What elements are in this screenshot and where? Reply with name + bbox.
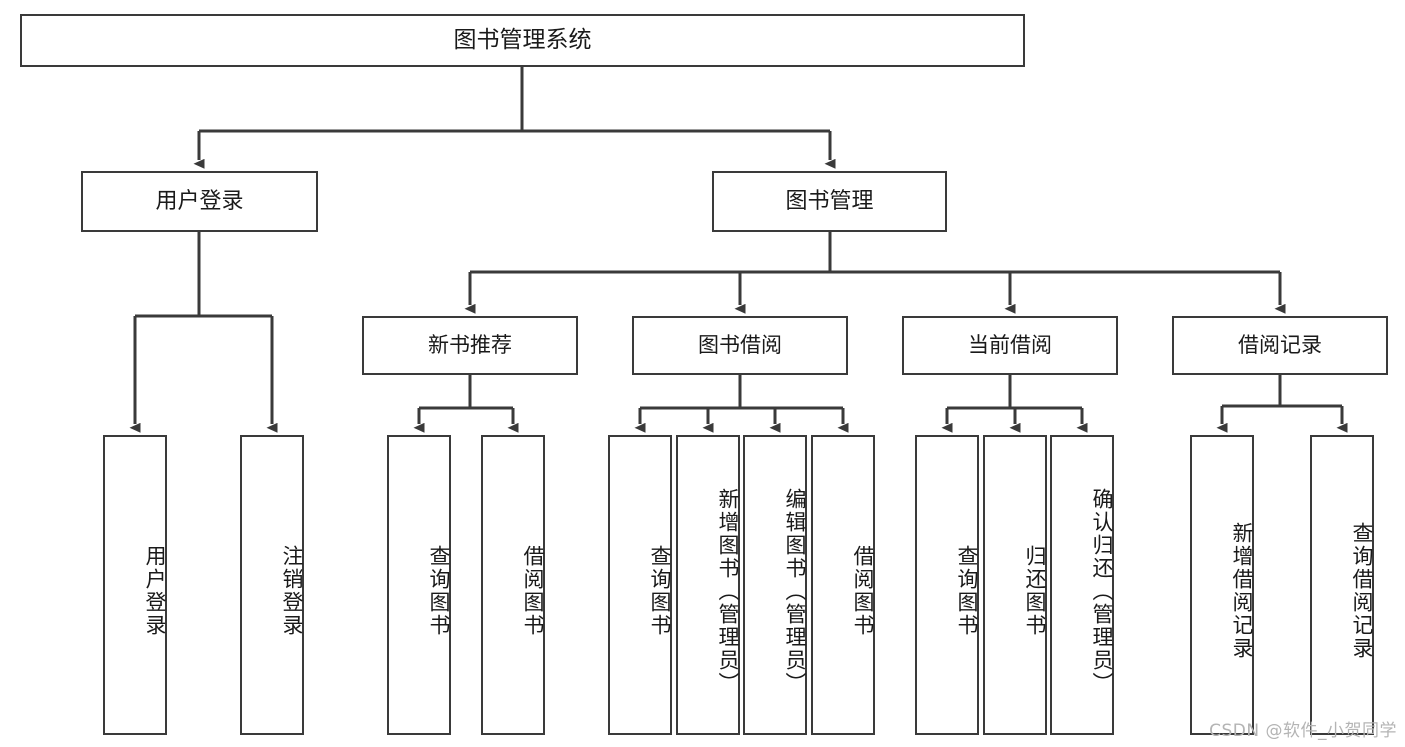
node-user-login-label: 用户登录: [155, 188, 244, 214]
node-leaf-add-book[interactable]: 新增图书（管理员）: [676, 435, 740, 735]
node-leaf-query-book-3-label: 查询图书: [955, 545, 979, 637]
node-current-borrow[interactable]: 当前借阅: [902, 316, 1118, 375]
node-book-manage[interactable]: 图书管理: [712, 171, 947, 232]
node-book-manage-label: 图书管理: [785, 188, 874, 214]
node-leaf-query-book-3[interactable]: 查询图书: [915, 435, 979, 735]
node-borrow-record-label: 借阅记录: [1238, 333, 1322, 358]
node-leaf-query-book-1-label: 查询图书: [427, 545, 451, 637]
node-new-book-rec[interactable]: 新书推荐: [362, 316, 578, 375]
node-leaf-query-book-1[interactable]: 查询图书: [387, 435, 451, 735]
node-leaf-borrow-book-1[interactable]: 借阅图书: [481, 435, 545, 735]
node-leaf-user-login[interactable]: 用户登录: [103, 435, 167, 735]
node-book-borrow[interactable]: 图书借阅: [632, 316, 848, 375]
node-leaf-query-book-2[interactable]: 查询图书: [608, 435, 672, 735]
node-leaf-edit-book-label: 编辑图书（管理员）: [783, 487, 807, 695]
node-leaf-add-book-label: 新增图书（管理员）: [716, 487, 740, 695]
node-leaf-borrow-book-1-label: 借阅图书: [521, 545, 545, 637]
node-current-borrow-label: 当前借阅: [968, 333, 1052, 358]
node-leaf-confirm-return-label: 确认归还（管理员）: [1090, 487, 1114, 695]
watermark: CSDN @软件_小贺同学: [1209, 721, 1397, 741]
node-user-login[interactable]: 用户登录: [81, 171, 318, 232]
node-leaf-borrow-book-2[interactable]: 借阅图书: [811, 435, 875, 735]
node-leaf-return-book-label: 归还图书: [1023, 545, 1047, 637]
node-leaf-add-record[interactable]: 新增借阅记录: [1190, 435, 1254, 735]
node-book-borrow-label: 图书借阅: [698, 333, 782, 358]
node-new-book-rec-label: 新书推荐: [428, 333, 512, 358]
node-borrow-record[interactable]: 借阅记录: [1172, 316, 1388, 375]
node-leaf-query-record-label: 查询借阅记录: [1350, 522, 1374, 660]
node-root-label: 图书管理系统: [453, 27, 592, 54]
node-leaf-edit-book[interactable]: 编辑图书（管理员）: [743, 435, 807, 735]
node-leaf-confirm-return[interactable]: 确认归还（管理员）: [1050, 435, 1114, 735]
node-leaf-logout[interactable]: 注销登录: [240, 435, 304, 735]
node-leaf-borrow-book-2-label: 借阅图书: [851, 545, 875, 637]
node-leaf-add-record-label: 新增借阅记录: [1230, 522, 1254, 660]
node-leaf-query-record[interactable]: 查询借阅记录: [1310, 435, 1374, 735]
node-leaf-user-login-label: 用户登录: [143, 545, 167, 637]
node-leaf-query-book-2-label: 查询图书: [648, 545, 672, 637]
node-leaf-return-book[interactable]: 归还图书: [983, 435, 1047, 735]
node-root[interactable]: 图书管理系统: [20, 14, 1025, 67]
node-leaf-logout-label: 注销登录: [280, 545, 304, 637]
